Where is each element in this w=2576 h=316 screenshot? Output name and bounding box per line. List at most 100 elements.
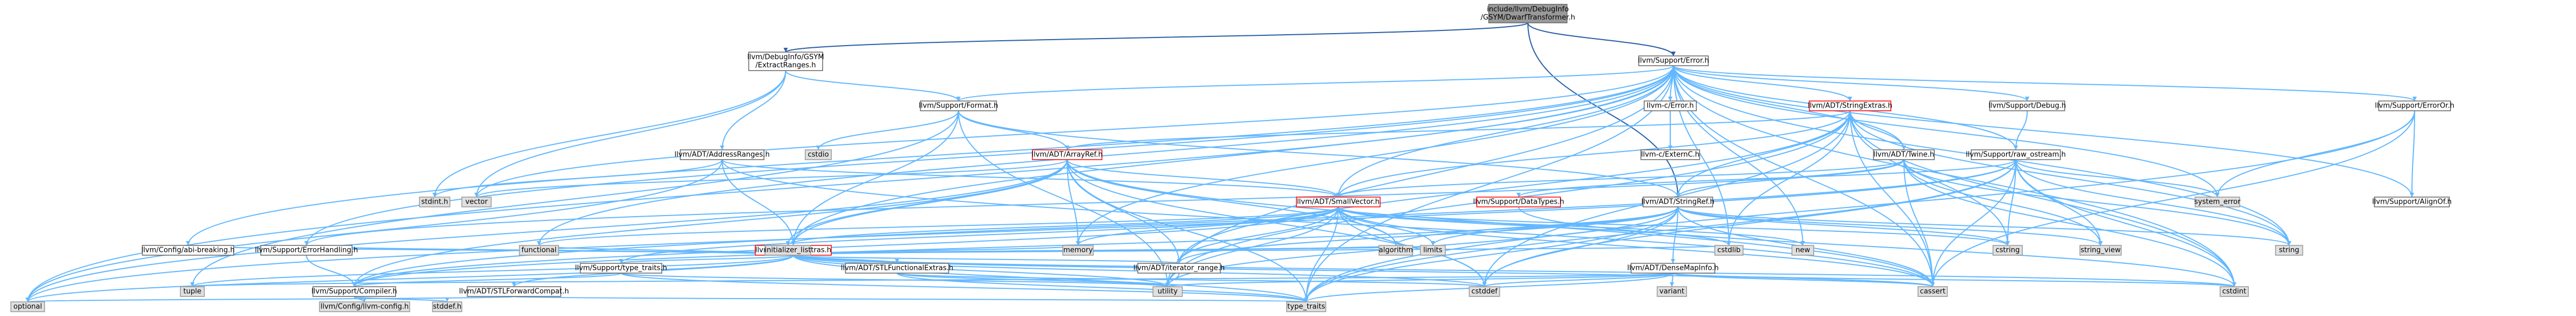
arrowhead-stlforward-to-typetraits — [1304, 298, 1308, 302]
arrowhead-smallvector-to-memory — [1076, 241, 1080, 245]
node-cerror[interactable]: llvm-c/Error.h — [1644, 100, 1697, 111]
arrowhead-stringref-to-stringview — [2098, 241, 2103, 245]
edge-densemapinfo-to-cstdint — [1672, 273, 2235, 287]
arrowhead-error-to-cerror — [1668, 97, 1672, 101]
node-errorhandling[interactable]: llvm/Support/ErrorHandling.h — [255, 245, 358, 256]
node-label: llvm/Support/ErrorOr.h — [2375, 102, 2454, 110]
node-typetraitsllvm[interactable]: llvm/Support/type_traits.h — [575, 263, 667, 274]
node-box — [845, 263, 949, 274]
node-stlforward[interactable]: llvm/ADT/STLForwardCompat.h — [459, 286, 569, 297]
node-iteratorrange[interactable]: llvm/ADT/iterator_range.h — [1133, 263, 1225, 274]
node-label: include/llvm/DebugInfo — [1487, 5, 1569, 14]
node-root[interactable]: include/llvm/DebugInfo/GSYM/DwarfTransfo… — [1481, 4, 1575, 23]
edge-twine-to-stringref — [1677, 159, 1904, 198]
arrowhead-densemapinfo-to-utility — [1165, 282, 1170, 287]
node-cstring: cstring — [1992, 245, 2023, 256]
arrowhead-rawostream-to-systemerror — [2215, 193, 2220, 197]
node-rawostream[interactable]: llvm/Support/raw_ostream.h — [1966, 149, 2066, 160]
edge-root-to-extractranges — [785, 22, 1528, 53]
arrowhead-stringref-to-limits — [1431, 241, 1435, 245]
node-box — [2378, 100, 2451, 111]
node-cexternc[interactable]: llvm-c/ExternC.h — [1640, 149, 1700, 160]
arrowhead-twine-to-errorhandling — [304, 241, 309, 245]
node-box — [1378, 245, 1413, 256]
arrowhead-stlextras-to-stlfunctional — [895, 259, 899, 263]
edge-smallvector-to-compiler — [354, 206, 1339, 287]
node-box — [142, 245, 234, 256]
node-label: type_traits — [1287, 303, 1325, 311]
node-densemapinfo[interactable]: llvm/ADT/DenseMapInfo.h — [1627, 263, 1719, 274]
node-aligntof[interactable]: llvm/Support/AlignOf.h — [2372, 197, 2452, 207]
edge-smallvector-to-initlist — [787, 206, 1339, 246]
node-box — [1657, 286, 1687, 297]
edge-extractranges-to-format — [785, 70, 959, 102]
node-format[interactable]: llvm/Support/Format.h — [919, 100, 998, 111]
node-debug[interactable]: llvm/Support/Debug.h — [1989, 100, 2066, 111]
edge-stringextras-to-cassert — [1850, 110, 1933, 287]
node-arrayref[interactable]: llvm/ADT/ArrayRef.h — [1032, 149, 1103, 160]
edge-error-to-utility — [1167, 65, 1674, 287]
node-compiler[interactable]: llvm/Support/Compiler.h — [311, 286, 397, 297]
edge-stlextras-to-tuple — [192, 255, 794, 287]
edge-error-to-erroror — [1673, 65, 2415, 102]
node-box — [2374, 197, 2450, 207]
edge-error-to-optional — [27, 65, 1674, 302]
edge-stringextras-to-arrayref — [1067, 110, 1851, 150]
edge-smallvector-to-typetraitsllvm — [621, 206, 1339, 264]
node-new: new — [1791, 245, 1814, 256]
arrowhead-stringref-to-algorithm — [1394, 241, 1398, 245]
edge-error-to-format — [958, 65, 1674, 102]
node-datatypes[interactable]: llvm/Support/DataTypes.h — [1473, 197, 1564, 207]
node-variant: variant — [1657, 286, 1687, 297]
node-label: llvm/ADT/StringRef.h — [1641, 198, 1714, 206]
edge-smallvector-to-memory — [1077, 206, 1339, 246]
node-configbreaking[interactable]: llvm/Config/abi-breaking.h — [141, 245, 235, 256]
edge-stlforward-to-optional — [27, 296, 515, 302]
node-smallvector[interactable]: llvm/ADT/SmallVector.h — [1296, 197, 1381, 207]
edge-stringref-to-stringview — [1677, 206, 2101, 246]
edge-stringextras-to-twine — [1850, 110, 1904, 150]
node-memory: memory — [1062, 245, 1094, 256]
node-box — [1989, 100, 2065, 111]
node-label: llvm/ADT/SmallVector.h — [1297, 198, 1380, 206]
edge-error-to-vector — [476, 65, 1674, 198]
node-label: stdint.h — [421, 198, 448, 206]
edge-addressranges-to-smallvector — [722, 159, 1339, 198]
node-twine[interactable]: llvm/ADT/Twine.h — [1873, 149, 1935, 160]
node-stringref[interactable]: llvm/ADT/StringRef.h — [1641, 197, 1714, 207]
node-label: llvm/Config/abi-breaking.h — [141, 247, 235, 255]
edge-extractranges-to-vector — [476, 70, 786, 198]
node-box — [1062, 245, 1094, 256]
node-initlist: initializer_list — [764, 245, 811, 256]
edge-error-to-new — [1673, 65, 1803, 246]
node-label: llvm/Support/Error.h — [1638, 57, 1709, 65]
arrowhead-rawostream-to-datatypes — [1516, 193, 1521, 197]
node-label: llvm/Support/DataTypes.h — [1473, 198, 1564, 206]
node-label: variant — [1659, 288, 1684, 296]
node-algorithm: algorithm — [1378, 245, 1413, 256]
node-extractranges[interactable]: llvm/DebugInfo/GSYM/ExtractRanges.h — [747, 52, 824, 71]
node-label: string_view — [2080, 247, 2121, 255]
node-error[interactable]: llvm/Support/Error.h — [1638, 55, 1709, 66]
node-label: initializer_list — [764, 247, 811, 255]
node-llvmconfig: llvm/Config/llvm-config.h — [319, 301, 410, 312]
node-box — [1638, 55, 1709, 66]
node-stringextras[interactable]: llvm/ADT/StringExtras.h — [1808, 100, 1892, 111]
node-box — [432, 301, 462, 312]
edge-rawostream-to-string — [2015, 159, 2290, 246]
node-typetraits: type_traits — [1286, 301, 1326, 312]
node-stlfunctional[interactable]: llvm/ADT/STLFunctionalExtras.h — [841, 263, 954, 274]
edge-layer — [26, 22, 2417, 302]
node-box — [920, 100, 997, 111]
node-label: llvm/Support/ErrorHandling.h — [255, 247, 358, 255]
node-erroror[interactable]: llvm/Support/ErrorOr.h — [2375, 100, 2454, 111]
node-addressranges[interactable]: llvm/ADT/AddressRanges.h — [674, 149, 770, 160]
edge-smallvector-to-algorithm — [1338, 206, 1396, 246]
node-cstdlib: cstdlib — [1714, 245, 1744, 256]
edge-addressranges-to-stdinth — [434, 159, 723, 198]
arrowhead-stlextras-to-stlforward — [512, 282, 516, 287]
edge-stringref-to-string — [1677, 206, 2290, 246]
edge-root-to-error — [1527, 22, 1674, 56]
node-label: llvm/ADT/ArrayRef.h — [1032, 151, 1103, 159]
node-box — [1971, 149, 2061, 160]
